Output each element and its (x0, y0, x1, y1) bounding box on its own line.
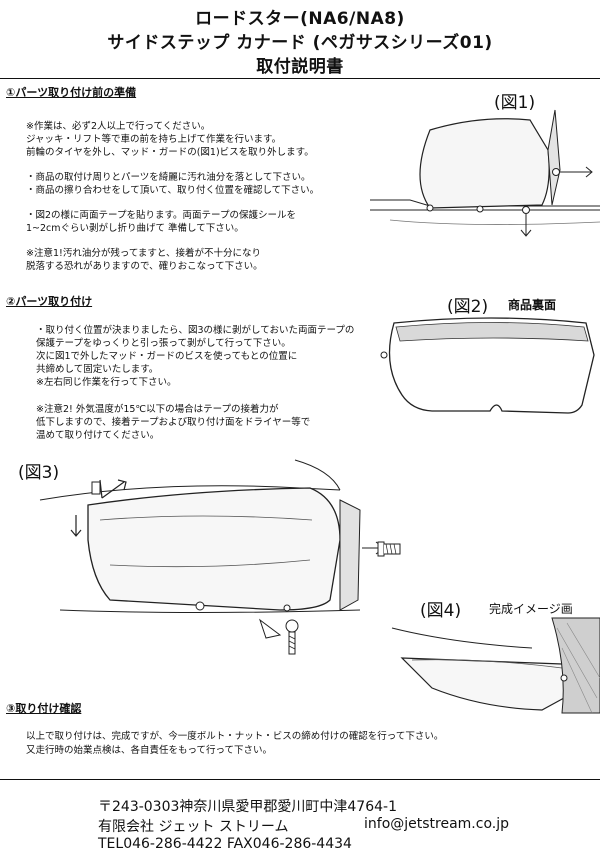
section2-line: 温めて取り付けてください。 (36, 430, 160, 441)
section2-line: ※左右同じ作業を行って下さい。 (36, 377, 177, 388)
fig4-illustration (391, 617, 600, 714)
fig2-illustration (380, 317, 595, 414)
footer-phone-fax: TEL046-286-4422 FAX046-286-4434 (98, 836, 352, 852)
section3-line: 以上で取り付けは、完成ですが、今一度ボルト・ナット・ビスの締め付けの確認を行って… (26, 731, 444, 742)
section1-line: ジャッキ・リフト等で車の前を持ち上げて作業を行います。 (26, 134, 282, 145)
section2-line: 次に図1で外したマッド・ガードのビスを使ってもとの位置に (36, 351, 298, 362)
footer-email[interactable]: info@jetstream.co.jp (364, 816, 510, 832)
fig2-sublabel: 商品裏面 (508, 298, 557, 312)
section1-line: 前輪のタイヤを外し、マッド・ガードの(図1)ビスを取り外します。 (26, 147, 314, 158)
fig4-label: (図4) (420, 601, 462, 621)
section2-line: ※注意2! 外気温度が15℃以下の場合はテープの接着力が (36, 404, 279, 415)
section1-line: ・商品の擦り合わせをして頂いて、取り付く位置を確認して下さい。 (26, 185, 320, 196)
section1-text: ※作業は、必ず2人以上で行ってください。 ジャッキ・リフト等で車の前を持ち上げて… (26, 120, 319, 273)
footer-address: 〒243-0303神奈川県愛甲郡愛川町中津4764-1 (98, 799, 397, 815)
fig3-label: (図3) (18, 463, 60, 483)
title-divider (0, 78, 600, 79)
footer-divider (0, 779, 600, 780)
screw-icon (377, 541, 401, 557)
fig3-illustration (39, 459, 401, 655)
fig1-label: (図1) (494, 93, 536, 113)
section2-line: 低下しますので、接着テープおよび取り付け面をドライヤー等で (36, 417, 311, 428)
section1-line: 1~2cmぐらい剥がし折り曲げて 準備して下さい。 (26, 223, 244, 234)
section2-text: ・取り付く位置が決まりましたら、図3の様に剥がしておいた両面テープの 保護テープ… (36, 324, 354, 442)
fig1-illustration (370, 109, 600, 237)
fig2-label: (図2) (447, 297, 489, 317)
fig4-sublabel: 完成イメージ画 (489, 602, 573, 616)
title-line-3: 取付説明書 (256, 57, 344, 77)
section1-line: ・図2の様に両面テープを貼ります。両面テープの保護シールを (26, 210, 296, 221)
section1-line: ※作業は、必ず2人以上で行ってください。 (26, 121, 211, 132)
section2-line: ・取り付く位置が決まりましたら、図3の様に剥がしておいた両面テープの (36, 325, 355, 336)
section2-line: 共締めして固定いたします。 (36, 364, 159, 375)
title-line-2: サイドステップ カナード (ペガサスシリーズ01) (107, 33, 493, 53)
section3-heading: ③取り付け確認 (6, 702, 82, 715)
section3-text: 以上で取り付けは、完成ですが、今一度ボルト・ナット・ビスの締め付けの確認を行って… (26, 730, 443, 758)
section1-line: 脱落する恐れがありますので、確りおこなって下さい。 (26, 261, 263, 272)
title-line-1: ロードスター(NA6/NA8) (195, 9, 405, 29)
bolt-icon (285, 619, 299, 655)
section1-line: ・商品の取付け周りとパーツを綺麗に汚れ油分を落として下さい。 (26, 172, 311, 183)
section2-heading: ②パーツ取り付け (6, 295, 93, 308)
section3-line: 又走行時の始業点検は、各自責任をもって行って下さい。 (26, 745, 273, 756)
section2-line: 保護テープをゆっくりと引っ張って剥がして行って下さい。 (36, 338, 291, 349)
section1-line: ※注意1!汚れ油分が残ってますと、接着が不十分になり (26, 248, 261, 259)
section1-heading: ①パーツ取り付け前の準備 (6, 86, 137, 99)
footer-company: 有限会社 ジェット ストリーム (98, 819, 289, 835)
